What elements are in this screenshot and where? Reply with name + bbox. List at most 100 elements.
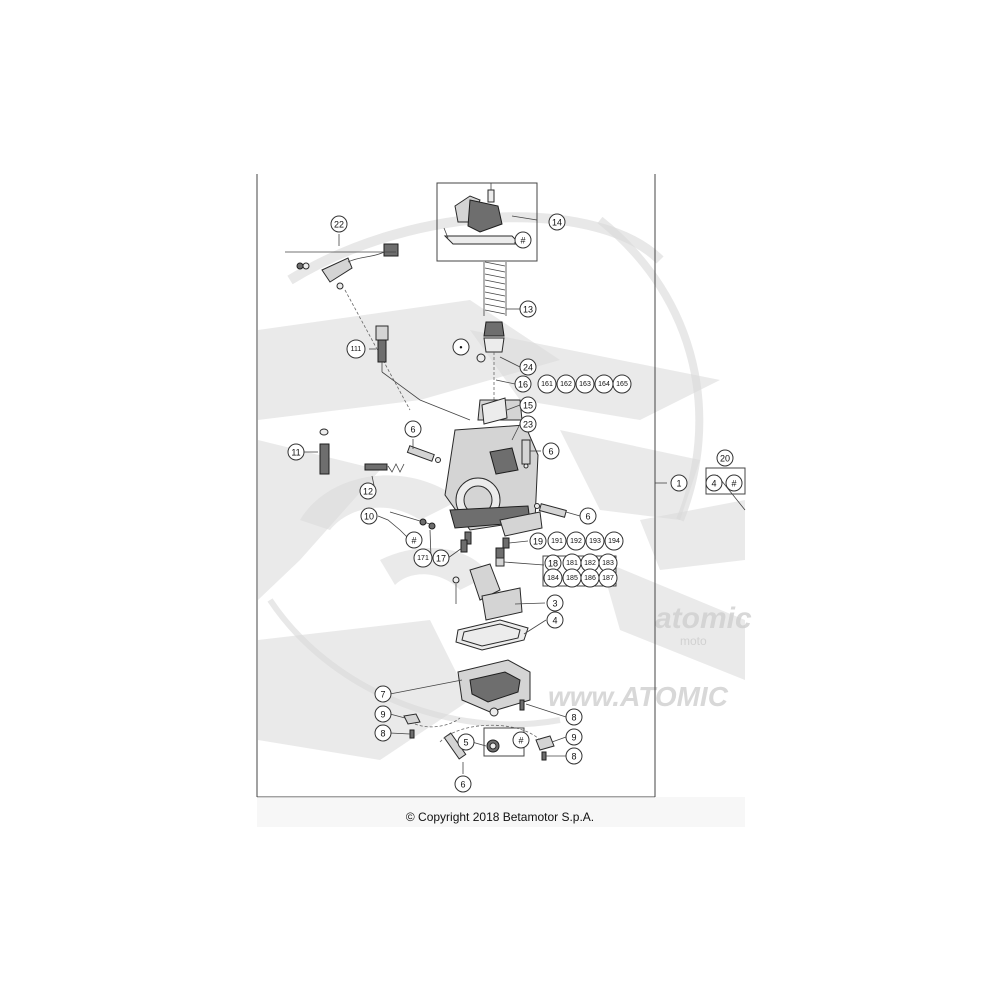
callout-circle-10 (360, 507, 378, 525)
callout-label-hash-10: # (411, 536, 416, 546)
callout-label-163a: 163 (579, 381, 591, 388)
callout-label-181: 181 (566, 560, 578, 567)
part-throttle-sensor-cable (285, 234, 411, 411)
callout-circle-23 (519, 415, 537, 433)
part-drain-screws (403, 699, 555, 761)
callout-circle-hash-10 (405, 531, 423, 549)
callout-label-161: 161 (541, 381, 553, 388)
callout-label-171: 171 (417, 555, 429, 562)
callout-label-183: 183 (602, 560, 614, 567)
callout-circle-163a (575, 374, 595, 394)
callout-circle-165 (612, 374, 632, 394)
callout-label-6a: 6 (410, 425, 415, 435)
callout-label-8b: 8 (571, 713, 576, 723)
callout-label-8a: 8 (380, 729, 385, 739)
callout-label-12: 12 (363, 487, 373, 497)
callout-circle-6b (542, 442, 560, 460)
callout-circle-191 (547, 531, 567, 551)
callout-label-hash-20: # (731, 479, 736, 489)
callout-circle-20 (716, 449, 734, 467)
callout-label-162: 162 (560, 381, 572, 388)
part-jets (460, 537, 510, 567)
callout-label-7: 7 (380, 690, 385, 700)
callout-circle-1 (670, 474, 688, 492)
callout-circle-15 (519, 396, 537, 414)
callout-circle-8c (565, 747, 583, 765)
watermark-sub-text: moto (680, 634, 707, 648)
callout-label-4: 4 (552, 616, 557, 626)
part-drain-plug (483, 727, 525, 757)
jet-variant-frame (542, 555, 617, 587)
callout-label-15: 15 (523, 401, 533, 411)
callout-circle-14 (548, 213, 566, 231)
part-pins-6 (406, 439, 567, 518)
callout-circle-184 (543, 568, 563, 588)
callout-label-164: 164 (598, 381, 610, 388)
callout-circle-111 (346, 339, 366, 359)
callout-label-187: 187 (602, 575, 614, 582)
callout-label-192: 192 (570, 538, 582, 545)
copyright-notice: © Copyright 2018 Betamotor S.p.A. (405, 810, 595, 824)
callout-label-16: 16 (518, 380, 528, 390)
callout-label-11: 11 (291, 448, 300, 458)
callout-circle-24 (519, 358, 537, 376)
callout-label-5: 5 (463, 738, 468, 748)
callout-label-9a: 9 (380, 710, 385, 720)
callout-label-4b: 4 (711, 479, 716, 489)
part-float (452, 563, 523, 621)
callout-circle-17 (432, 549, 450, 567)
callout-label-22: 22 (334, 220, 344, 230)
part-idle-screw (319, 428, 330, 475)
callout-circle-hash-top (514, 231, 532, 249)
callout-label-194: 194 (608, 538, 620, 545)
part-screw-12 (364, 463, 405, 473)
callout-label-9b: 9 (571, 733, 576, 743)
callout-label-dot: • (459, 343, 462, 353)
callout-circle-162 (556, 374, 576, 394)
callout-label-186: 186 (584, 575, 596, 582)
callout-label-hash-top: # (520, 236, 525, 246)
part-mixture-screw (389, 511, 436, 530)
callout-label-193: 193 (589, 538, 601, 545)
callout-label-6d: 6 (460, 780, 465, 790)
callout-circle-4 (546, 611, 564, 629)
callout-label-6c: 6 (585, 512, 590, 522)
callout-circle-12 (359, 482, 377, 500)
callout-label-3: 3 (552, 599, 557, 609)
callout-circle-171 (413, 548, 433, 568)
part-adjuster-screw (375, 325, 471, 421)
part-carburetor-body (444, 399, 543, 545)
callout-label-185: 185 (566, 575, 578, 582)
callout-label-20: 20 (720, 454, 730, 464)
callout-circle-187 (598, 568, 618, 588)
callout-label-23: 23 (523, 420, 533, 430)
part-float-bowl-gasket (455, 619, 529, 651)
callout-circle-19 (529, 532, 547, 550)
callout-circle-9a (374, 705, 392, 723)
callout-label-182: 182 (584, 560, 596, 567)
callout-circle-13 (519, 300, 537, 318)
callout-circle-hash-5 (512, 731, 530, 749)
callout-circle-4b (705, 474, 723, 492)
callout-circle-192 (566, 531, 586, 551)
callout-circle-8b (565, 708, 583, 726)
callout-circle-5 (457, 733, 475, 751)
callout-circle-dot (452, 338, 470, 356)
callout-label-165: 165 (616, 381, 628, 388)
diagram-frame (256, 174, 745, 827)
callout-circle-16 (514, 375, 532, 393)
callout-circle-hash-20 (725, 474, 743, 492)
callout-circle-3 (546, 594, 564, 612)
part-throttle-spring (476, 261, 507, 400)
callout-label-hash-5: # (518, 736, 523, 746)
callout-circle-6d (454, 775, 472, 793)
callout-label-19: 19 (533, 537, 543, 547)
callout-label-17: 17 (436, 554, 446, 564)
callout-label-10: 10 (364, 512, 374, 522)
callout-label-24: 24 (523, 363, 533, 373)
callout-circle-9b (565, 728, 583, 746)
callout-circle-11 (287, 443, 305, 461)
callout-label-184: 184 (547, 575, 559, 582)
